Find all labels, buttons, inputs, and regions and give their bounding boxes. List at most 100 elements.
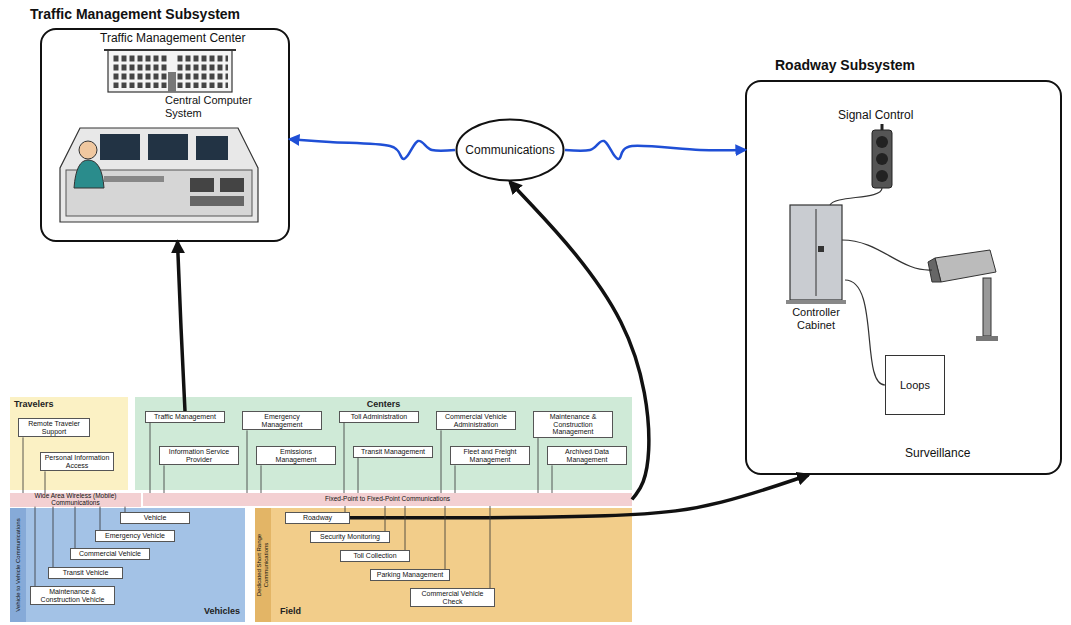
link-line [385, 506, 386, 531]
part-label: Surveillance [905, 446, 1015, 460]
node-label: Traffic Management [148, 413, 222, 421]
process-box: Personal Information Access [40, 452, 114, 471]
process-box: Information Service Provider [159, 446, 239, 465]
communications-bar: Fixed-Point to Fixed-Point Communication… [143, 493, 632, 506]
camera-icon [983, 278, 991, 336]
controller-cabinet-icon [816, 209, 817, 296]
node-label: Remote Traveler Support [21, 420, 87, 435]
node-label: Wide Area Wireless (Mobile) Communicatio… [12, 493, 139, 507]
process-box: Vehicle [120, 512, 190, 524]
communications-band: Vehicle to Vehicle Communications [10, 508, 26, 622]
heading-label: Vehicles [180, 606, 240, 616]
link-line [53, 507, 54, 567]
console-icon [74, 160, 104, 188]
process-box: Archived Data Management [547, 446, 627, 465]
band-label: Vehicle to Vehicle Communications [10, 512, 26, 618]
communication-arrow [290, 139, 455, 159]
building-icon [104, 50, 236, 92]
heading-label: Centers [135, 399, 632, 409]
node-label: Commercial Vehicle [73, 550, 147, 558]
node-label: Emissions Management [259, 448, 333, 463]
part-label: Signal Control [838, 108, 948, 122]
console-icon [100, 134, 140, 160]
communications-ellipse: Communications [455, 118, 565, 182]
building-icon [176, 54, 228, 88]
link-line [344, 423, 345, 493]
part-label: Central Computer System [165, 94, 265, 119]
heading-label: Traffic Management Subsystem [30, 6, 330, 22]
traffic-signal-icon [872, 130, 892, 188]
console-icon [190, 178, 214, 192]
node-label: Commercial Vehicle Check [413, 590, 492, 605]
process-box: Toll Collection [340, 550, 410, 562]
console-icon [104, 176, 164, 182]
link-line [247, 430, 248, 493]
link-line [23, 437, 24, 493]
node-label: Emergency Management [245, 413, 319, 428]
process-box: Toll Administration [339, 411, 419, 423]
console-icon [60, 128, 258, 222]
process-box: Transit Management [353, 446, 433, 458]
flow-arrow [350, 475, 808, 518]
link-line [490, 506, 491, 588]
node-label: Toll Collection [343, 552, 407, 560]
building-icon [168, 72, 176, 92]
console-icon [60, 128, 258, 222]
node-label: Parking Management [373, 571, 447, 579]
process-box: Commercial Vehicle [70, 548, 150, 560]
console-icon [196, 136, 228, 160]
node-label: Toll Administration [342, 413, 416, 421]
link-line [261, 465, 262, 493]
link-line [35, 507, 36, 586]
node-label: Roadway [288, 514, 347, 522]
traffic-signal-icon [876, 136, 888, 148]
group-panel: Dedicated Short Range Communications Road… [255, 508, 632, 622]
link-line [455, 465, 456, 493]
group-panel: Traffic Management Emergency Management To… [135, 397, 632, 490]
node-label: Transit Vehicle [51, 569, 120, 577]
group-panel: Remote Traveler SupportPersonal Informat… [10, 397, 128, 490]
heading-label: Roadway Subsystem [775, 57, 1025, 73]
node-label: Commercial Vehicle Administration [439, 413, 513, 428]
process-box: Commercial Vehicle Check [410, 588, 495, 607]
process-box: Maintenance & Construction Management [533, 411, 613, 438]
process-box: Remote Traveler Support [18, 418, 90, 437]
link-line [538, 438, 539, 493]
camera-icon [935, 250, 996, 282]
traffic-signal-icon [872, 124, 892, 188]
part-label: Traffic Management Center [100, 31, 290, 45]
link-line [405, 506, 406, 550]
node-label: Emergency Vehicle [98, 532, 172, 540]
node-label: Personal Information Access [43, 454, 111, 469]
process-box: Traffic Management [145, 411, 225, 423]
node-label: Maintenance & Construction Management [536, 413, 610, 436]
controller-cabinet-icon [786, 205, 846, 304]
console-icon [190, 196, 244, 206]
node-label: Information Service Provider [162, 448, 236, 463]
process-box: Emergency Management [242, 411, 322, 430]
band-label: Dedicated Short Range Communications [255, 512, 271, 618]
link-line [150, 423, 151, 493]
process-box: Security Monitoring [310, 531, 390, 543]
heading-label: Travelers [14, 399, 114, 409]
controller-cabinet-icon [790, 205, 842, 300]
subsystem-box: Traffic Management SubsystemTraffic Mana… [40, 28, 290, 242]
ellipse-outline [457, 120, 564, 181]
group-panel: Vehicle to Vehicle CommunicationsVehicle… [10, 508, 245, 622]
link-line [75, 507, 76, 548]
link-line [125, 507, 126, 512]
traffic-signal-icon [876, 170, 888, 182]
wire [842, 240, 932, 270]
link-line [45, 471, 46, 493]
link-line [164, 465, 165, 493]
process-box: Transit Vehicle [48, 567, 123, 579]
link-line [445, 506, 446, 569]
traffic-signal-icon [876, 153, 888, 165]
heading-label: Field [280, 606, 340, 616]
link-line [358, 458, 359, 493]
node-label: Vehicle [123, 514, 187, 522]
wire [845, 280, 885, 385]
communications-bar: Wide Area Wireless (Mobile) Communicatio… [10, 493, 141, 507]
